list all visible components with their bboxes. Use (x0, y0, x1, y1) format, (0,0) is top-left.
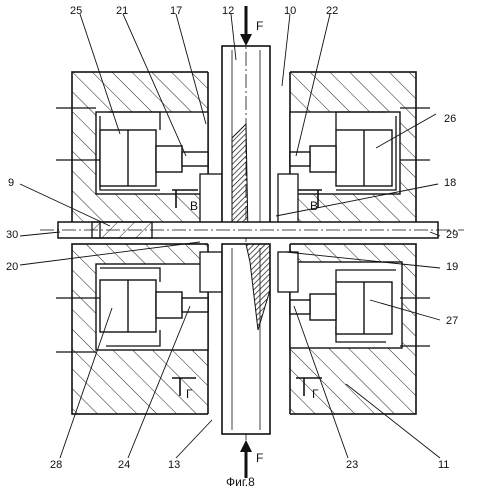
part-number-25: 25 (70, 5, 82, 17)
part-number-17: 17 (170, 5, 182, 17)
cylinder-28 (99, 279, 209, 333)
part-number-21: 21 (116, 5, 128, 17)
part-number-13: 13 (168, 459, 180, 471)
part-number-28: 28 (50, 459, 62, 471)
part-number-30: 30 (6, 229, 18, 241)
section-label-v-right: В (310, 199, 318, 213)
section-label-g-left: Г (186, 387, 193, 401)
cylinder-27 (289, 281, 393, 335)
lower-punch-13 (221, 243, 271, 435)
part-number-22: 22 (326, 5, 338, 17)
figure-caption: Фиг.8 (226, 475, 255, 489)
force-label-top: F (256, 19, 263, 33)
part-number-12: 12 (222, 5, 234, 17)
cylinder-25 (99, 129, 209, 187)
part-number-19: 19 (446, 261, 458, 273)
part-number-11: 11 (438, 459, 449, 471)
horizontal-rod (40, 221, 464, 239)
part-number-24: 24 (118, 459, 130, 471)
section-label-g-right: Г (312, 387, 319, 401)
part-number-20: 20 (6, 261, 18, 273)
part-number-10: 10 (284, 5, 296, 17)
part-number-29: 29 (446, 229, 458, 241)
part-number-23: 23 (346, 459, 358, 471)
force-label-bottom: F (256, 451, 263, 465)
part-number-26: 26 (444, 113, 456, 125)
section-label-v-left: В (190, 199, 198, 213)
leader-lines (19, 13, 441, 459)
force-arrow-bottom: F (240, 440, 263, 478)
part-number-9: 9 (8, 177, 14, 189)
part-number-27: 27 (446, 315, 458, 327)
inner-dies (199, 173, 299, 293)
hydraulic-lines (56, 107, 430, 353)
cylinder-26 (289, 129, 393, 187)
part-number-18: 18 (444, 177, 456, 189)
force-arrow-top: F (240, 6, 263, 46)
section-marks (172, 189, 322, 396)
